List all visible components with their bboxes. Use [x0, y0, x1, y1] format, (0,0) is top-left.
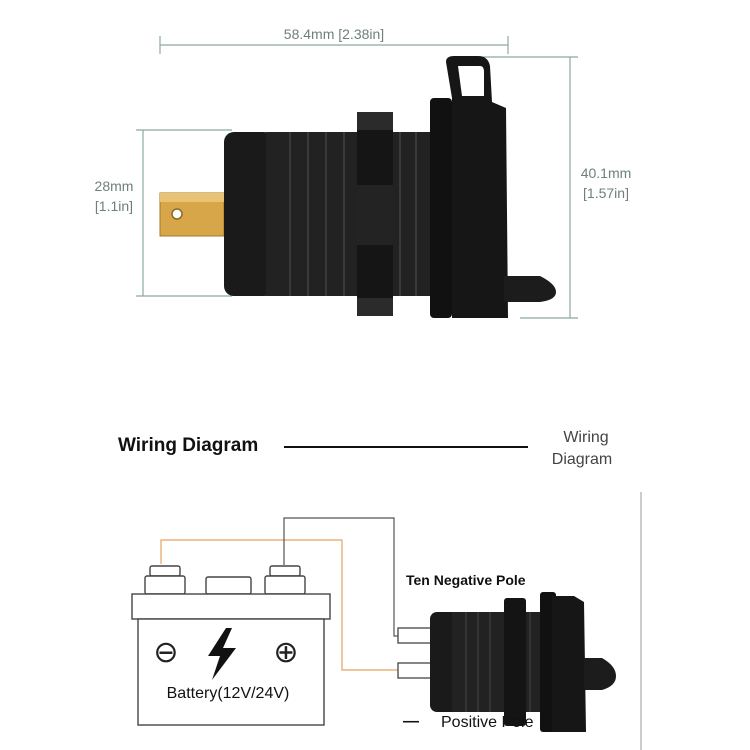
battery-label: Battery(12V/24V) — [167, 685, 290, 702]
nut-notch-bottom — [357, 298, 393, 316]
barrel-threads — [289, 132, 417, 296]
front-flange — [430, 98, 452, 318]
wiring-socket — [397, 592, 616, 732]
socket-cap-strap — [584, 658, 616, 690]
negative-pole-label: Ten Negative Pole — [406, 572, 526, 588]
cap-strap — [504, 276, 556, 302]
gray-wire — [283, 517, 398, 637]
wiring-diagram-heading: Wiring Diagram — [118, 435, 258, 456]
wiring-side-line2: Diagram — [552, 451, 612, 468]
width-dimension-label: 58.4mm [2.38in] — [284, 26, 384, 42]
dimension-lines — [136, 36, 578, 319]
lightning-bolt-icon — [208, 628, 236, 680]
battery-lid — [131, 593, 331, 620]
rear-body — [224, 132, 274, 296]
nut-notch-top — [357, 112, 393, 130]
cap-loop-hole — [458, 66, 484, 96]
battery — [131, 565, 331, 726]
wiring-side-line1: Wiring — [563, 429, 608, 446]
socket-cap — [552, 596, 586, 732]
socket-nut — [504, 598, 526, 726]
battery-right-post — [269, 565, 301, 577]
positive-pole-marker: — — [403, 713, 419, 730]
socket-side-view — [159, 56, 556, 318]
nut-notch-middle — [357, 185, 393, 245]
wires — [160, 517, 398, 671]
negative-terminal — [397, 627, 433, 644]
socket-rear-body — [430, 612, 458, 712]
battery-right-terminal — [264, 575, 306, 595]
terminal-hole — [171, 208, 183, 220]
positive-terminal — [397, 662, 433, 679]
battery-left-terminal — [144, 575, 186, 595]
dust-cap — [446, 56, 508, 318]
height-dimension-mm: 40.1mm — [581, 165, 632, 181]
orange-wire — [160, 539, 398, 671]
battery-left-post — [149, 565, 181, 577]
depth-dimension-in: [1.1in] — [95, 198, 133, 214]
battery-center-vent — [205, 576, 252, 595]
plus-icon: ⊕ — [273, 635, 298, 670]
minus-icon: ⊖ — [153, 635, 178, 670]
height-dimension-in: [1.57in] — [583, 185, 629, 201]
battery-body — [137, 618, 325, 726]
socket-threads — [465, 612, 531, 712]
positive-pole-label: Positive Pole — [441, 714, 534, 731]
terminal-highlight — [160, 193, 224, 202]
depth-dimension-mm: 28mm — [95, 178, 134, 194]
socket-barrel — [452, 612, 552, 712]
